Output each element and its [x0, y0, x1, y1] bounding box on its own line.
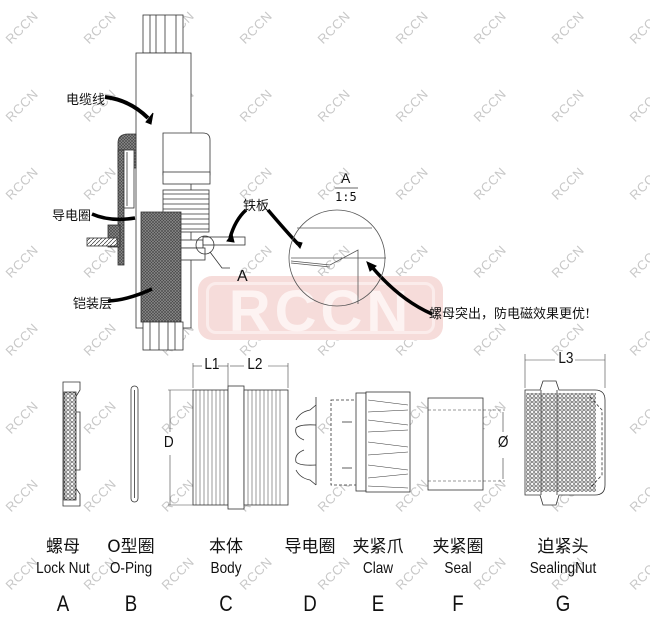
callout-armor-layer: 铠装层 [73, 297, 113, 312]
part-e-en: Claw [362, 560, 394, 577]
part-a-cn: 螺母 [46, 537, 80, 557]
part-b-cn: O型圈 [107, 537, 155, 557]
part-g-letter: G [555, 591, 571, 616]
part-d-letter: D [303, 591, 317, 616]
dimension-l1: L1 [204, 356, 220, 373]
callout-iron-plate: 铁板 [243, 199, 270, 214]
rccn-logo-watermark: RCCN [198, 276, 443, 344]
part-a-lock-nut-drawing [62, 381, 81, 507]
part-f-en: Seal [444, 560, 472, 577]
detail-scale: 1:5 [335, 190, 357, 204]
dimension-l3: L3 [558, 350, 574, 367]
part-c-cn: 本体 [209, 537, 243, 557]
part-c-en: Body [210, 560, 242, 577]
part-f-seal-drawing [427, 397, 505, 491]
part-g-en: SealingNut [529, 560, 597, 577]
part-b-o-ring-drawing [130, 385, 139, 503]
dimension-l2: L2 [247, 356, 263, 373]
part-a-en: Lock Nut [36, 560, 90, 577]
callout-cable: 电缆线 [66, 93, 106, 108]
assembly-drawing [86, 14, 246, 351]
part-f-letter: F [452, 591, 464, 616]
part-g-cn: 迫紧头 [537, 537, 589, 557]
detail-label: A [341, 170, 351, 186]
part-g-sealing-nut-drawing [524, 354, 606, 506]
part-d-cn: 导电圈 [284, 537, 336, 557]
callout-arrows [91, 95, 433, 316]
part-d-conductive-ring-drawing [295, 397, 317, 486]
part-e-cn: 夹紧爪 [352, 537, 404, 557]
part-a-letter: A [56, 591, 70, 616]
detail-note: 螺母突出，防电磁效果更优! [429, 307, 591, 322]
dimension-phi: Ø [497, 434, 509, 451]
part-b-letter: B [124, 591, 138, 616]
detail-marker-a: A [237, 268, 248, 285]
part-e-claw-drawing [330, 391, 411, 493]
detail-view-a [288, 187, 386, 307]
part-c-letter: C [219, 591, 233, 616]
part-f-cn: 夹紧圈 [432, 537, 484, 557]
part-b-en: O-Ping [109, 560, 153, 577]
callout-conductive-ring: 导电圈 [52, 209, 92, 224]
dimension-d: D [163, 434, 174, 451]
part-e-letter: E [371, 591, 385, 616]
part-c-body-drawing [168, 363, 289, 510]
